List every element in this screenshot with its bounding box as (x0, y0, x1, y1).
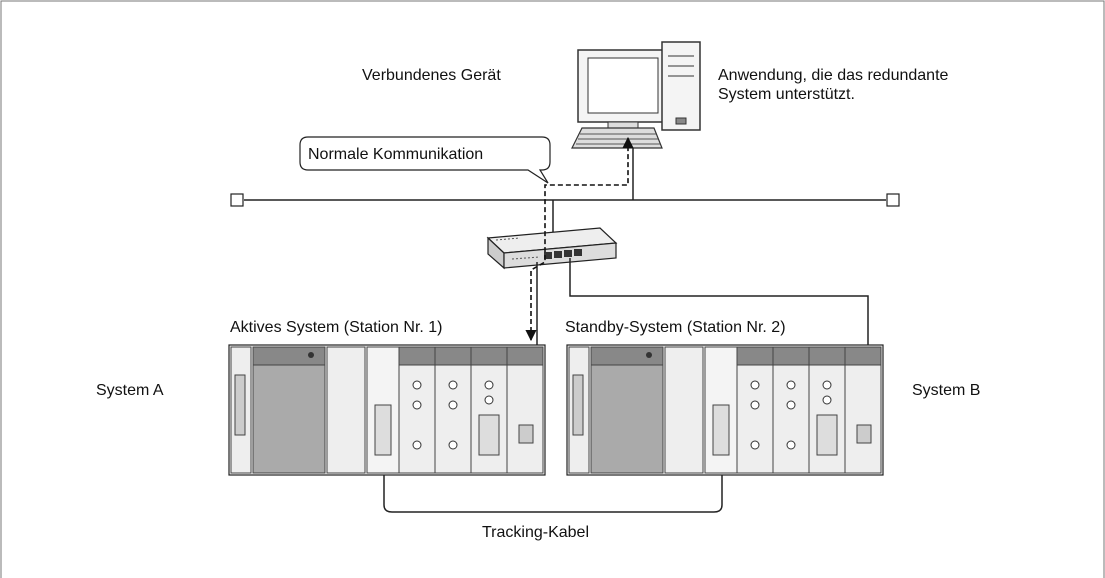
tracking-cable-label: Tracking-Kabel (482, 524, 589, 541)
normal-communication-callout: Normale Kommunikation (299, 136, 551, 184)
system-a-label: System A (96, 382, 164, 399)
ethernet-bus (230, 193, 900, 207)
tracking-cable (383, 475, 723, 513)
personal-computer-icon (571, 41, 701, 149)
plc-rack-icon (228, 344, 546, 476)
network-switch-icon (486, 227, 618, 270)
plc-rack-icon (566, 344, 884, 476)
system-b-label: System B (912, 382, 980, 399)
active-system-label: Aktives System (Station Nr. 1) (230, 319, 443, 336)
terminator-left (230, 193, 244, 207)
application-label-line1: Anwendung, die das redundante (718, 67, 949, 84)
connected-device-label: Verbundenes Gerät (362, 67, 501, 84)
communication-path (525, 136, 634, 342)
normal-communication-label: Normale Kommunikation (308, 146, 483, 163)
standby-system-label: Standby-System (Station Nr. 2) (565, 319, 786, 336)
application-label-line2: System unterstützt. (718, 86, 855, 103)
terminator-right (886, 193, 900, 207)
